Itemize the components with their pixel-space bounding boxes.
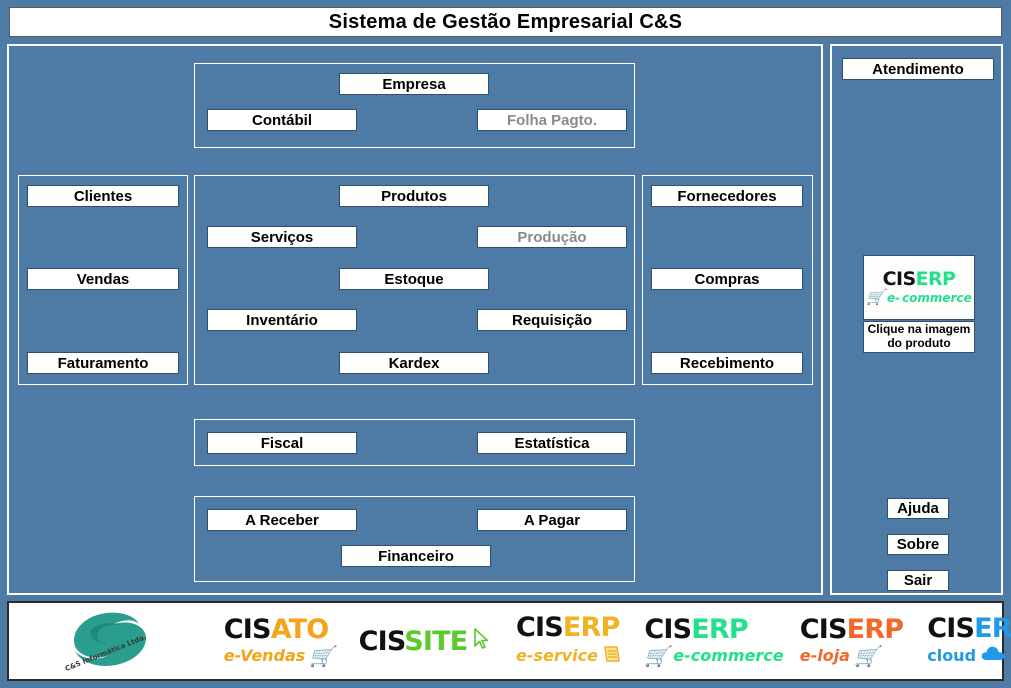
- eloja-tagline-text: e-loja: [799, 646, 850, 665]
- button-servicos[interactable]: Serviços: [207, 226, 357, 248]
- page-title: Sistema de Gestão Empresarial C&S: [328, 10, 683, 33]
- eloja-accent: ERP: [846, 614, 904, 645]
- fiscal-group: Fiscal Estatística: [194, 419, 635, 466]
- button-ajuda[interactable]: Ajuda: [887, 498, 949, 519]
- eservice-tagline-text: e-service: [515, 646, 598, 665]
- empresa-group: Empresa Contábil Folha Pagto.: [194, 63, 635, 148]
- product-thumb-logo: CISERP 🛒e-commerce: [866, 270, 972, 305]
- button-estatistica[interactable]: Estatística: [477, 432, 627, 454]
- cissite-accent: SITE: [404, 625, 468, 657]
- button-inventario[interactable]: Inventário: [207, 309, 357, 331]
- button-sobre[interactable]: Sobre: [887, 534, 949, 555]
- clientes-group: Clientes Vendas Faturamento: [18, 175, 188, 385]
- cloud-icon: [980, 645, 1006, 667]
- logo-ciserp-eservice[interactable]: CISERP e-service: [499, 603, 639, 679]
- ecommerce-prefix: CIS: [644, 614, 692, 645]
- financeiro-group: A Receber A Pagar Financeiro: [194, 496, 635, 582]
- cloud-tagline: cloud: [927, 645, 1006, 667]
- eservice-wordmark: CISERP: [516, 614, 620, 641]
- ecommerce-tagline: 🛒 e-commerce: [644, 646, 783, 666]
- button-producao: Produção: [477, 226, 627, 248]
- button-a-receber[interactable]: A Receber: [207, 509, 357, 531]
- button-recebimento[interactable]: Recebimento: [651, 352, 803, 374]
- product-image-ciserp-ecommerce[interactable]: CISERP 🛒e-commerce: [863, 255, 975, 320]
- ecommerce-tagline-text: e-commerce: [673, 646, 784, 665]
- button-estoque[interactable]: Estoque: [339, 268, 489, 290]
- product-thumb-brand-prefix: CIS: [882, 268, 917, 290]
- product-thumb-tagline-prefix: e-: [886, 290, 901, 305]
- logo-ciserp-ecommerce[interactable]: CISERP 🛒 e-commerce: [639, 603, 789, 679]
- logo-cissite[interactable]: CISSITE: [349, 603, 499, 679]
- mouse-cursor-icon: [473, 628, 489, 654]
- logo-cisato-evendas[interactable]: CISATO e-Vendas 🛒: [209, 603, 349, 679]
- ecommerce-accent: ERP: [691, 614, 748, 645]
- eservice-prefix: CIS: [515, 612, 564, 643]
- main-modules-panel: Empresa Contábil Folha Pagto. Clientes V…: [7, 44, 823, 595]
- cisato-wordmark: CISATO: [223, 614, 330, 645]
- shopping-cart-icon: 🛒: [853, 644, 879, 668]
- button-folha-pagto: Folha Pagto.: [477, 109, 627, 131]
- ecommerce-wordmark: CISERP: [644, 616, 748, 643]
- product-thumb-tagline-suffix: commerce: [902, 290, 972, 305]
- product-caption-line-2: do produto: [887, 336, 951, 350]
- button-vendas[interactable]: Vendas: [27, 268, 179, 290]
- product-image-caption[interactable]: Clique na imagem do produto: [863, 321, 975, 353]
- product-caption-line-1: Clique na imagem: [867, 322, 971, 337]
- cloud-accent: ERP: [974, 613, 1011, 644]
- button-fornecedores[interactable]: Fornecedores: [651, 185, 803, 207]
- product-thumb-wordmark: CISERP: [883, 270, 956, 289]
- button-contabil[interactable]: Contábil: [207, 109, 357, 131]
- eservice-tagline: e-service: [516, 644, 622, 668]
- shopping-cart-icon: 🛒: [866, 288, 885, 306]
- eloja-prefix: CIS: [799, 614, 848, 645]
- cisato-tagline-text: e-Vendas: [223, 646, 306, 665]
- cs-swirl-icon: C&S Informática Ltda.: [61, 610, 157, 673]
- document-icon: [602, 644, 622, 668]
- produtos-group: Produtos Serviços Produção Estoque Inven…: [194, 175, 635, 385]
- button-kardex[interactable]: Kardex: [339, 352, 489, 374]
- button-compras[interactable]: Compras: [651, 268, 803, 290]
- button-atendimento[interactable]: Atendimento: [842, 58, 994, 80]
- cloud-tagline-text: cloud: [927, 646, 977, 665]
- button-clientes[interactable]: Clientes: [27, 185, 179, 207]
- product-thumb-tagline: 🛒e-commerce: [866, 290, 972, 305]
- window-title-bar: Sistema de Gestão Empresarial C&S: [9, 7, 1002, 37]
- atendimento-panel: Atendimento CISERP 🛒e-commerce Clique na…: [830, 44, 1003, 595]
- product-thumb-brand-suffix: ERP: [915, 268, 956, 290]
- button-sair[interactable]: Sair: [887, 570, 949, 591]
- button-a-pagar[interactable]: A Pagar: [477, 509, 627, 531]
- eloja-tagline: e-loja 🛒: [800, 646, 879, 666]
- button-financeiro[interactable]: Financeiro: [341, 545, 491, 567]
- button-produtos[interactable]: Produtos: [339, 185, 489, 207]
- logo-ciserp-cloud[interactable]: CISERP cloud: [914, 603, 1011, 679]
- shopping-cart-icon: 🛒: [309, 644, 335, 668]
- button-faturamento[interactable]: Faturamento: [27, 352, 179, 374]
- cloud-wordmark: CISERP: [927, 615, 1011, 642]
- cloud-prefix: CIS: [927, 613, 975, 644]
- eloja-wordmark: CISERP: [800, 616, 904, 643]
- cisato-tagline: e-Vendas 🛒: [224, 646, 334, 666]
- fornecedores-group: Fornecedores Compras Recebimento: [642, 175, 813, 385]
- button-requisicao[interactable]: Requisição: [477, 309, 627, 331]
- footer-logo-bar: C&S Informática Ltda. CISATO e-Vendas 🛒 …: [7, 601, 1011, 681]
- shopping-cart-icon: 🛒: [644, 644, 670, 668]
- cisato-accent: ATO: [270, 614, 330, 645]
- logo-cs-informatica[interactable]: C&S Informática Ltda.: [9, 603, 209, 679]
- logo-ciserp-eloja[interactable]: CISERP e-loja 🛒: [789, 603, 914, 679]
- cissite-prefix: CIS: [358, 625, 405, 657]
- eservice-accent: ERP: [562, 612, 620, 643]
- button-fiscal[interactable]: Fiscal: [207, 432, 357, 454]
- cisato-prefix: CIS: [223, 614, 272, 645]
- button-empresa[interactable]: Empresa: [339, 73, 489, 95]
- cissite-wordmark: CISSITE: [358, 625, 469, 657]
